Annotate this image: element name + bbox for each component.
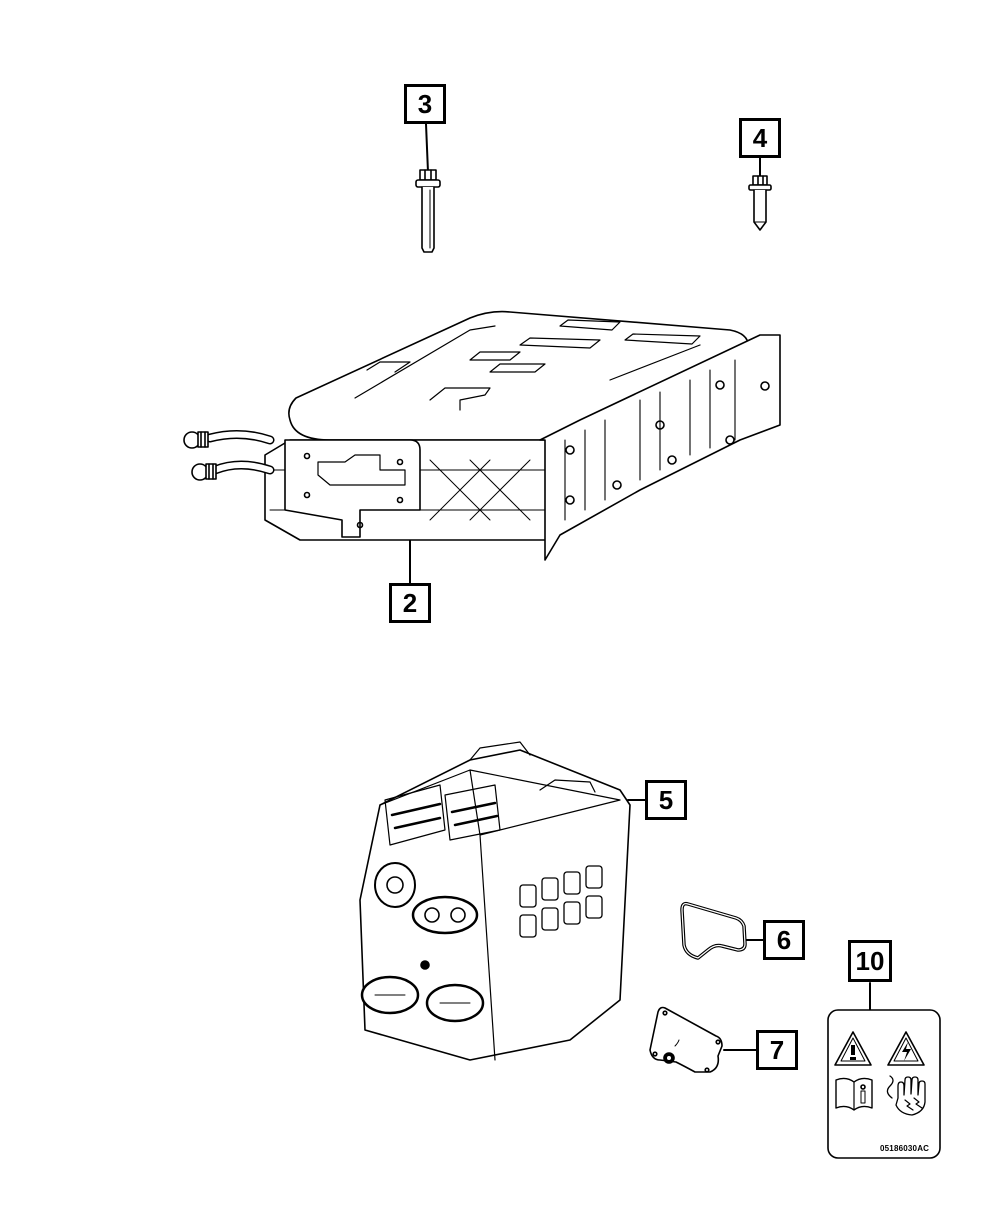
high-voltage-triangle-icon	[887, 1031, 925, 1066]
callout-3: 3	[404, 84, 446, 124]
label-part-code: 05186030AC	[880, 1144, 930, 1153]
housing-assembly-drawing	[183, 310, 781, 561]
caution-triangle-icon	[834, 1031, 872, 1066]
cover-plate-drawing	[649, 1006, 723, 1073]
inverter-module-drawing	[359, 741, 631, 1061]
leader-line-3	[425, 123, 429, 173]
callout-7: 7	[756, 1030, 798, 1070]
warning-label-drawing	[827, 1009, 941, 1159]
callout-2: 2	[389, 583, 431, 623]
electric-shock-hand-icon	[886, 1075, 926, 1116]
gasket-drawing	[680, 901, 747, 960]
read-manual-icon	[835, 1077, 873, 1111]
callout-5: 5	[645, 780, 687, 820]
callout-6: 6	[763, 920, 805, 960]
callout-4: 4	[739, 118, 781, 158]
callout-10: 10	[848, 940, 892, 982]
bolt-3-drawing	[415, 169, 441, 253]
bolt-4-drawing	[748, 175, 772, 231]
